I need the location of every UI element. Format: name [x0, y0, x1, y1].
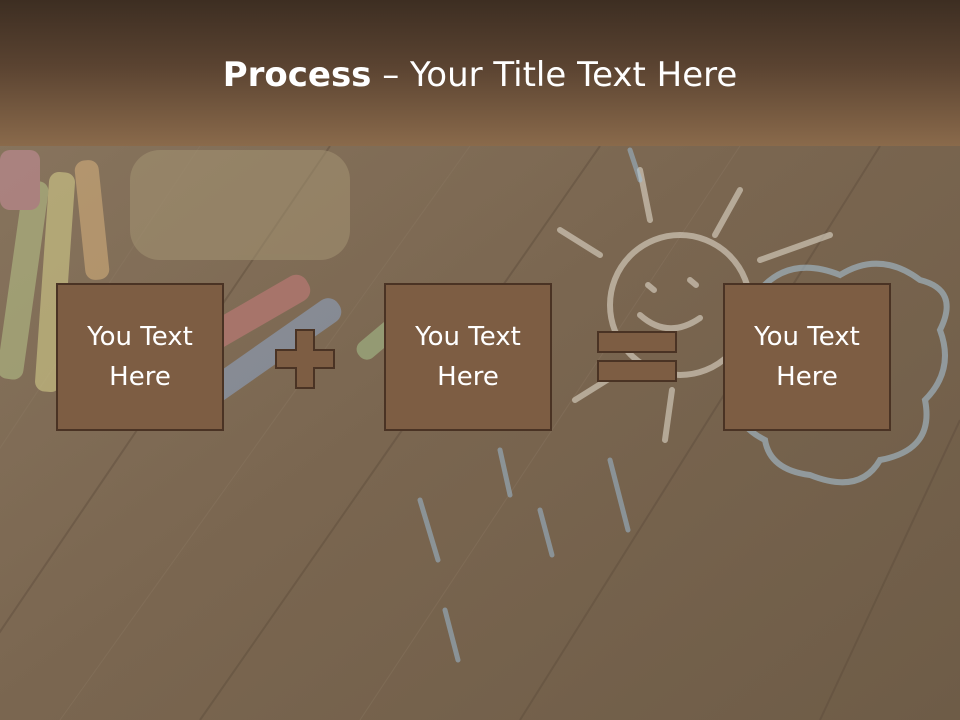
- process-box-3[interactable]: You Text Here: [723, 283, 891, 431]
- process-box-3-text: You Text Here: [754, 322, 860, 392]
- plus-icon: [275, 329, 335, 389]
- title-rest: – Your Title Text Here: [371, 55, 738, 95]
- process-box-1[interactable]: You Text Here: [56, 283, 224, 431]
- title-bar: Process – Your Title Text Here: [0, 0, 960, 146]
- title-bold: Process: [222, 55, 372, 95]
- slide-title: Process – Your Title Text Here: [0, 52, 960, 98]
- process-box-1-text: You Text Here: [87, 322, 193, 392]
- process-box-2[interactable]: You Text Here: [384, 283, 552, 431]
- equals-icon: [597, 331, 677, 382]
- process-box-2-text: You Text Here: [415, 322, 521, 392]
